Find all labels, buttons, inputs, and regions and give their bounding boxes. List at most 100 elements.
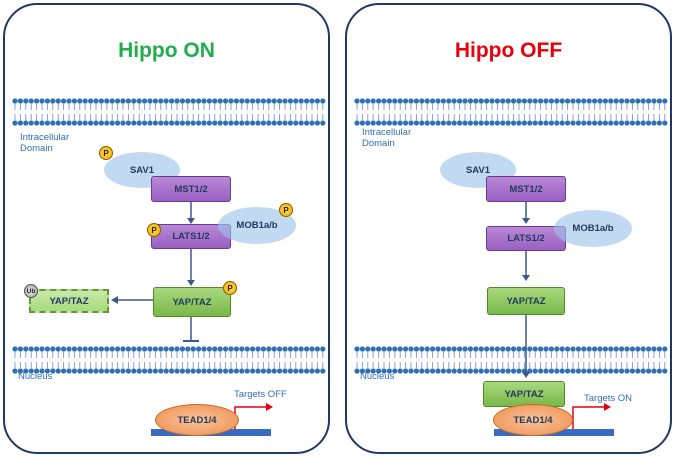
lipid-head xyxy=(201,98,207,104)
lipid-head xyxy=(233,368,239,374)
lipid-head xyxy=(457,368,463,374)
lipid-head xyxy=(88,120,94,126)
lipid-head xyxy=(260,120,266,126)
lipid-head xyxy=(174,120,180,126)
ubiquitin-icon: Ub xyxy=(24,284,38,298)
arrowhead xyxy=(604,403,611,411)
lipid-head xyxy=(147,346,153,352)
lipid-head xyxy=(381,120,387,126)
lipid-head xyxy=(233,120,239,126)
lipid-head xyxy=(88,368,94,374)
lipid-head xyxy=(55,98,61,104)
lipid-head xyxy=(169,346,175,352)
lipid-head xyxy=(408,346,414,352)
lipid-head xyxy=(370,98,376,104)
lipid-head xyxy=(619,98,625,104)
lipid-head xyxy=(298,368,304,374)
lipid-head xyxy=(403,368,409,374)
lipid-head xyxy=(201,120,207,126)
lipid-head xyxy=(277,120,283,126)
lipid-head xyxy=(104,346,110,352)
lipid-head xyxy=(478,368,484,374)
lipid-head xyxy=(635,120,641,126)
lipid-head xyxy=(282,98,288,104)
lipid-head xyxy=(500,368,506,374)
lipid-head xyxy=(597,120,603,126)
lipid-head xyxy=(61,346,67,352)
lipid-head xyxy=(271,368,277,374)
lipid-head xyxy=(570,346,576,352)
lipid-head xyxy=(365,98,371,104)
lipid-head xyxy=(559,98,565,104)
lipid-head xyxy=(451,120,457,126)
lipid-head xyxy=(419,368,425,374)
lipid-head xyxy=(50,120,56,126)
lipid-head xyxy=(462,346,468,352)
lipid-head xyxy=(516,120,522,126)
lipid-head xyxy=(354,98,360,104)
lipid-head xyxy=(50,346,56,352)
mob1-label: MOB1a/b xyxy=(572,223,614,234)
lipid-head xyxy=(397,120,403,126)
lipid-head xyxy=(608,346,614,352)
lipid-head xyxy=(592,368,598,374)
lipid-head xyxy=(163,368,169,374)
lipid-head xyxy=(239,346,245,352)
lipid-head xyxy=(570,368,576,374)
lipid-head xyxy=(206,346,212,352)
lipid-head xyxy=(543,120,549,126)
lipid-head xyxy=(136,368,142,374)
lipid-head xyxy=(435,98,441,104)
lipid-head xyxy=(34,368,40,374)
lipid-head xyxy=(538,120,544,126)
lipid-head xyxy=(223,346,229,352)
lipid-head xyxy=(201,368,207,374)
phosphate-icon: P xyxy=(279,203,293,217)
lipid-head xyxy=(314,346,320,352)
lipid-head xyxy=(255,98,261,104)
arrowhead xyxy=(187,280,195,286)
lipid-head xyxy=(359,120,365,126)
lipid-head xyxy=(228,346,234,352)
lipid-head xyxy=(28,368,34,374)
lipid-head xyxy=(115,120,121,126)
lipid-head xyxy=(287,346,293,352)
lipid-head xyxy=(365,120,371,126)
lipid-head xyxy=(408,368,414,374)
lipid-head xyxy=(190,368,196,374)
lipid-head xyxy=(602,346,608,352)
lipid-head xyxy=(142,346,148,352)
lipid-head xyxy=(71,368,77,374)
lipid-head xyxy=(376,346,382,352)
lipid-head xyxy=(635,368,641,374)
lipid-head xyxy=(613,368,619,374)
lipid-head xyxy=(381,346,387,352)
lipid-head xyxy=(260,346,266,352)
lipid-head xyxy=(467,368,473,374)
lipid-head xyxy=(109,346,115,352)
lipid-head xyxy=(527,120,533,126)
arrowhead xyxy=(266,403,273,411)
mob1-protein: MOB1a/b xyxy=(218,207,296,244)
lipid-head xyxy=(592,98,598,104)
lipid-head xyxy=(651,98,657,104)
lipid-head xyxy=(71,120,77,126)
lipid-head xyxy=(169,120,175,126)
lipid-head xyxy=(370,368,376,374)
lipid-head xyxy=(314,120,320,126)
lipid-head xyxy=(640,368,646,374)
lipid-head xyxy=(55,368,61,374)
lipid-head xyxy=(190,346,196,352)
lipid-head xyxy=(228,120,234,126)
lipid-head xyxy=(244,346,250,352)
lipid-head xyxy=(467,120,473,126)
lipid-head xyxy=(271,98,277,104)
lipid-head xyxy=(440,346,446,352)
targets-label: Targets OFF xyxy=(234,389,287,400)
lipid-head xyxy=(206,368,212,374)
lipid-head xyxy=(359,98,365,104)
lipid-head xyxy=(543,346,549,352)
lipid-head xyxy=(462,120,468,126)
lipid-head xyxy=(304,120,310,126)
lipid-head xyxy=(640,346,646,352)
